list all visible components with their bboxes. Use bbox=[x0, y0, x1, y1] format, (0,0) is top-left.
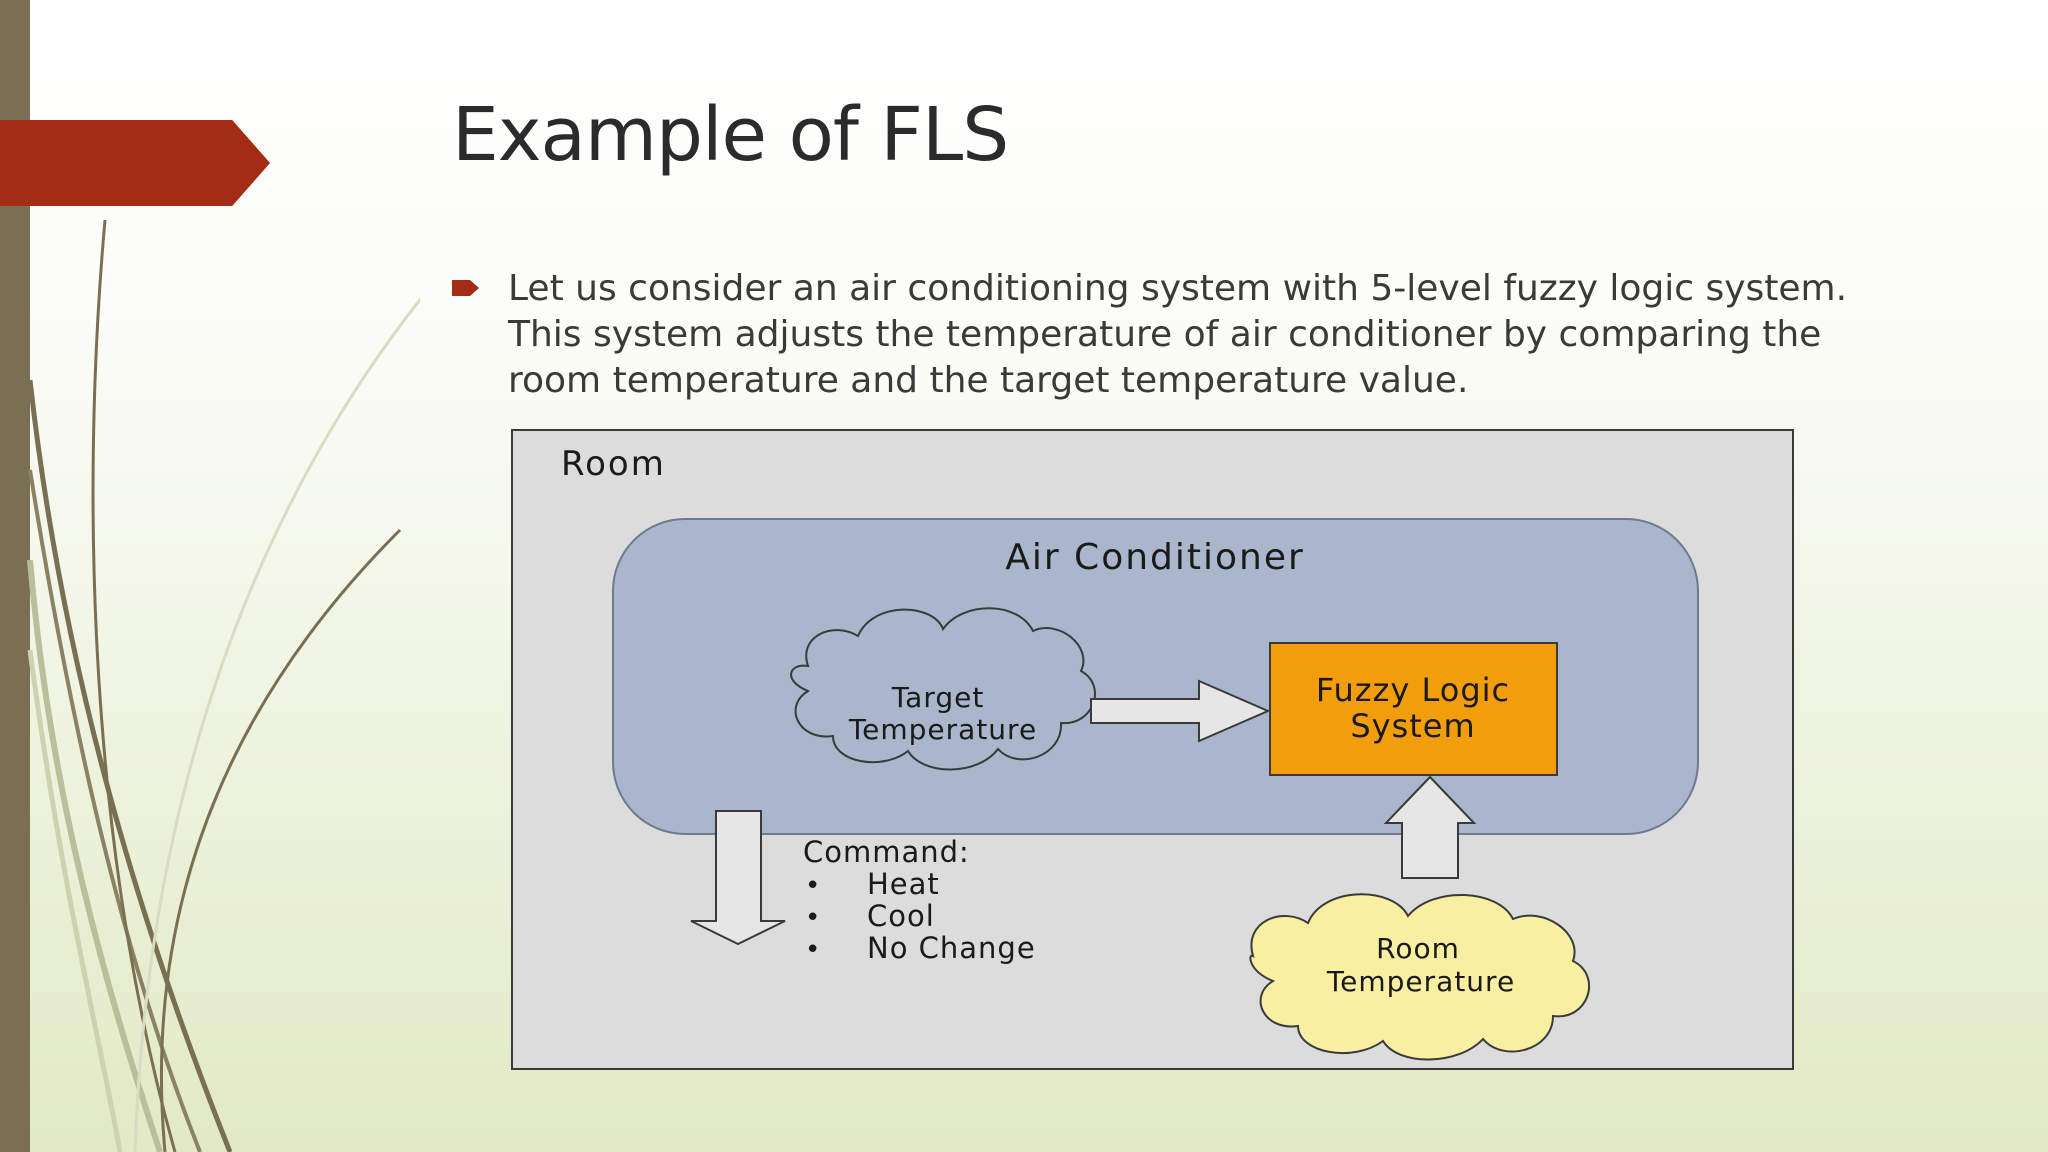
fls-line2: System bbox=[1350, 707, 1475, 745]
fls-line1: Fuzzy Logic bbox=[1316, 671, 1510, 709]
target-temperature-line1: Target bbox=[891, 681, 985, 714]
slide-title: Example of FLS bbox=[452, 92, 1008, 178]
command-bullet-2: • bbox=[805, 903, 820, 933]
command-bullet-3: • bbox=[805, 935, 820, 965]
command-item-cool: Cool bbox=[867, 899, 935, 933]
bullet-arrow-icon bbox=[452, 278, 480, 298]
room-temperature-line1: Room bbox=[1376, 932, 1460, 965]
command-bullet-1: • bbox=[805, 871, 820, 901]
room-temperature-line2: Temperature bbox=[1326, 965, 1515, 998]
title-ribbon-accent bbox=[0, 120, 270, 206]
command-item-heat: Heat bbox=[867, 867, 940, 901]
room-label: Room bbox=[561, 444, 666, 484]
command-label: Command: bbox=[803, 835, 970, 869]
bullet-paragraph: Let us consider an air conditioning syst… bbox=[508, 266, 1848, 404]
air-conditioner-label: Air Conditioner bbox=[1005, 537, 1305, 578]
target-temperature-line2: Temperature bbox=[848, 713, 1037, 746]
fls-diagram: Room Air Conditioner Target Temperature … bbox=[511, 429, 1794, 1070]
command-item-no-change: No Change bbox=[867, 931, 1036, 965]
